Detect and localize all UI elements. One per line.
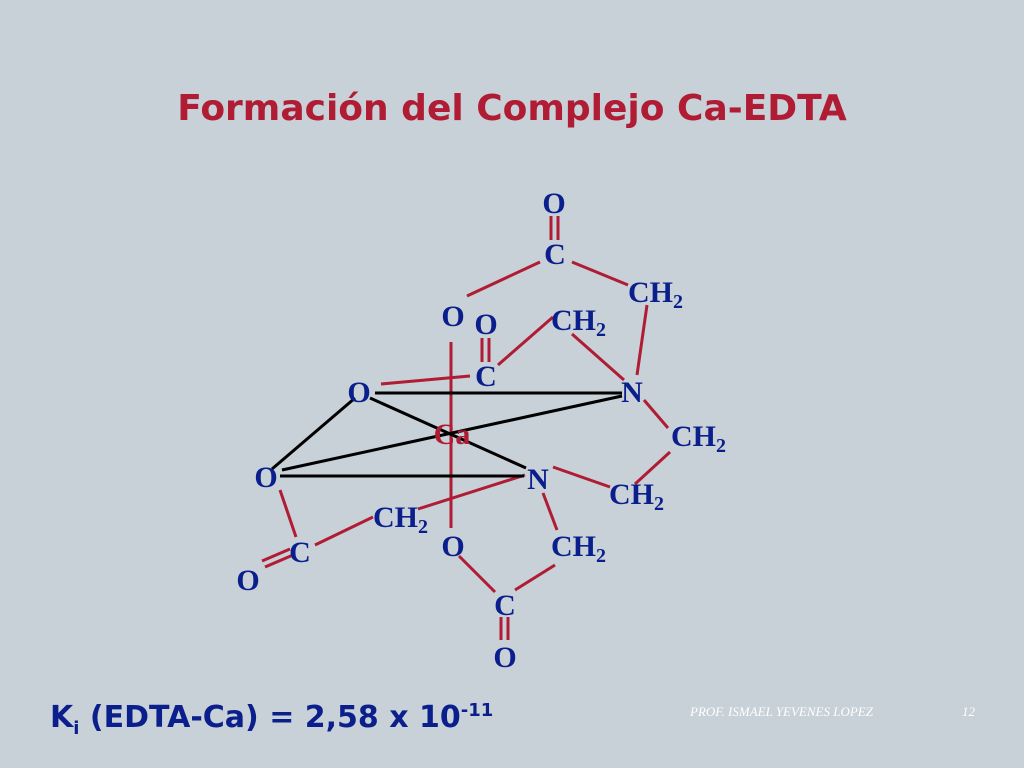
atom-o-upper-mid: O [474,308,497,341]
bond-c-top-o [466,260,541,298]
bond-ch2-n-upper-right [635,304,649,376]
bond-n-lower-ch2 [552,465,611,489]
bond-ch2-n-upper [571,332,625,382]
atom-o-axial-left: O [347,376,370,409]
atom-ch2-lower-mid: CH2 [551,530,606,567]
bond-o-axial-c-mid [380,374,471,386]
atom-ca: Ca [434,418,471,451]
bond-ch2-right-ch2 [633,450,672,486]
stability-constant-formula: Ki (EDTA-Ca) = 2,58 x 10-11 [50,700,493,739]
bond-o-axial-o-left [271,396,356,471]
bond-n-lower-ch2-lower [541,492,559,531]
atom-ch2-lower-left: CH2 [373,501,428,538]
atom-o-bottom: O [493,641,516,674]
bond-c-left-o-b [264,553,294,569]
atom-ch2-right: CH2 [671,420,726,457]
formula-k-subscript: i [73,718,80,739]
atom-c-top: C [544,238,566,271]
bond-o-lower-c-bottom [457,554,497,594]
bond-c-top-ch2 [571,260,629,287]
slide-title: Formación del Complejo Ca-EDTA [177,88,847,129]
footer-author: PROF. ISMAEL YEVENES LOPEZ [690,704,873,719]
bond-o-left-c-left [278,489,298,538]
atom-o-lower-left: O [236,564,259,597]
bond-c-left-o-a [261,547,291,563]
bond-ch2-left-c-left [314,515,374,547]
atom-c-lower-left: C [289,536,311,569]
atom-o-upper-left: O [441,300,464,333]
atom-o-lower-mid: O [441,530,464,563]
formula-exponent: -11 [460,700,494,721]
formula-k: K [50,700,74,735]
atom-n-upper: N [621,376,643,409]
atom-ch2-lower-right: CH2 [609,478,664,515]
bond-c-bottom-ch2 [514,563,556,592]
bond-o-left-n-upper [281,394,623,472]
footer-page-number: 12 [962,704,975,719]
bond-c-mid-ch2 [497,315,554,367]
bond-n-upper-ch2-right [642,399,670,429]
atom-n-lower: N [527,463,549,496]
atom-c-upper-mid: C [475,360,497,393]
atom-ch2-top-right: CH2 [628,276,683,313]
coordination-bonds [271,391,623,478]
atom-ch2-upper-mid: CH2 [551,304,606,341]
atom-o-left: O [254,461,277,494]
atom-c-bottom: C [494,589,516,622]
atom-labels: O C CH2 O O CH2 C O N Ca CH2 O N CH2 CH2… [236,187,726,674]
formula-body: (EDTA-Ca) = 2,58 x 10 [79,700,461,735]
bond-n-lower-ch2-left [417,473,526,511]
atom-o-top: O [542,187,565,220]
